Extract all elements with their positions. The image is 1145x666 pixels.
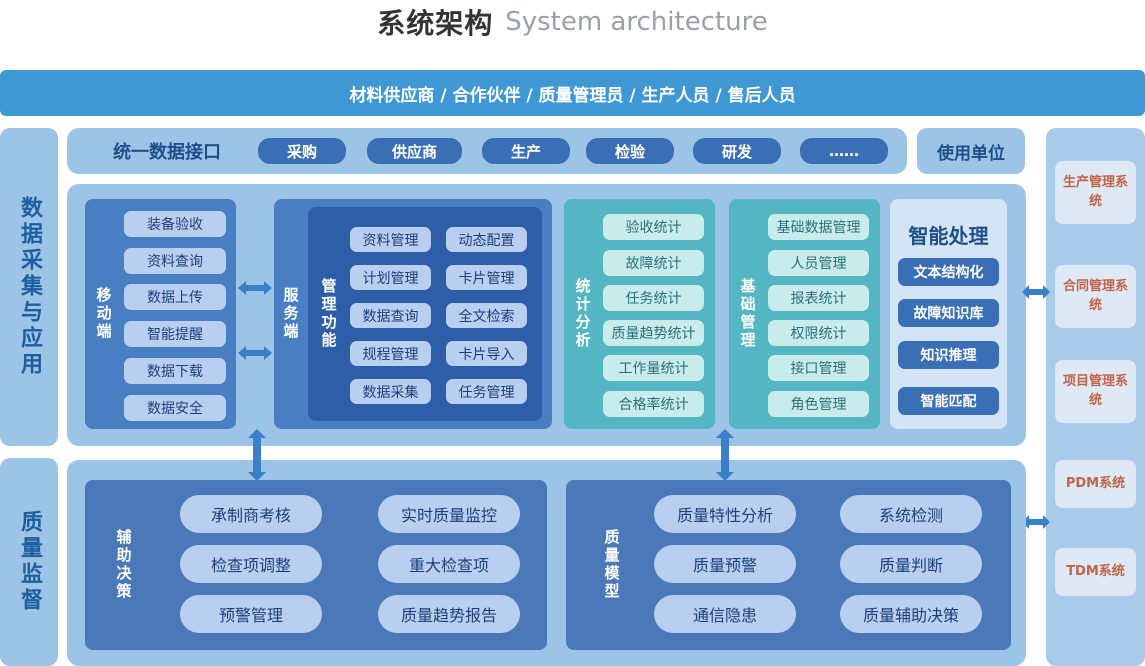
decision-item: 预警管理 xyxy=(180,595,322,633)
management-item: 计划管理 xyxy=(350,265,431,290)
mobile-item: 装备验收 xyxy=(124,211,226,237)
side-label-quality: 质量监督 xyxy=(0,458,58,666)
mobile-item: 数据下载 xyxy=(124,358,226,384)
statistics-label: 统计分析 xyxy=(573,278,592,350)
basic-management-item: 接口管理 xyxy=(768,355,869,381)
interface-item: 生产 xyxy=(482,138,570,164)
bidirectional-arrow-icon xyxy=(1022,285,1050,299)
management-item: 全文检索 xyxy=(446,303,527,328)
decision-item: 质量趋势报告 xyxy=(378,595,520,633)
interface-item: 研发 xyxy=(693,138,781,164)
decision-item: 重大检查项 xyxy=(378,545,520,583)
quality-model-item: 通信隐患 xyxy=(654,595,796,633)
system-pdm: PDM系统 xyxy=(1055,460,1136,508)
vertical-bidirectional-arrow-icon xyxy=(716,429,734,481)
system-project: 项目管理系统 xyxy=(1055,360,1136,423)
decision-item: 实时质量监控 xyxy=(378,495,520,533)
statistics-item: 故障统计 xyxy=(603,250,704,276)
server-label: 服务端 xyxy=(281,287,300,341)
quality-model-item: 质量预警 xyxy=(654,545,796,583)
management-item: 资料管理 xyxy=(350,227,431,252)
bidirectional-arrow-icon xyxy=(238,346,272,360)
system-tdm: TDM系统 xyxy=(1055,548,1136,596)
decision-item: 承制商考核 xyxy=(180,495,322,533)
mobile-item: 资料查询 xyxy=(124,248,226,274)
quality-model-item: 系统检测 xyxy=(840,495,982,533)
basic-management-item: 权限统计 xyxy=(768,320,869,346)
use-unit-box: 使用单位 xyxy=(917,128,1025,174)
quality-model-item: 质量辅助决策 xyxy=(840,595,982,633)
management-item: 任务管理 xyxy=(446,379,527,404)
management-item: 卡片导入 xyxy=(446,341,527,366)
management-item: 卡片管理 xyxy=(446,265,527,290)
statistics-item: 任务统计 xyxy=(603,285,704,311)
title-cn: 系统架构 xyxy=(377,7,494,40)
mobile-item: 数据安全 xyxy=(124,395,226,421)
mobile-item: 智能提醒 xyxy=(124,321,226,347)
intelligent-processing-item: 文本结构化 xyxy=(898,258,999,286)
system-contract: 合同管理系统 xyxy=(1055,265,1136,328)
basic-management-label: 基础管理 xyxy=(738,278,757,350)
quality-model-item: 质量判断 xyxy=(840,545,982,583)
quality-model-label: 质量模型 xyxy=(602,529,621,601)
intelligent-processing-item: 故障知识库 xyxy=(898,299,999,327)
management-item: 数据查询 xyxy=(350,303,431,328)
vertical-bidirectional-arrow-icon xyxy=(248,429,266,481)
statistics-item: 工作量统计 xyxy=(603,355,704,381)
decision-support-label: 辅助决策 xyxy=(114,529,133,601)
intelligent-processing-item: 智能匹配 xyxy=(898,387,999,415)
interface-label: 统一数据接口 xyxy=(113,142,221,163)
mobile-item: 数据上传 xyxy=(124,284,226,310)
page-title: 系统架构 System architecture xyxy=(0,0,1145,44)
interface-item: 检验 xyxy=(586,138,674,164)
basic-management-item: 基础数据管理 xyxy=(768,214,869,240)
quality-model-item: 质量特性分析 xyxy=(654,495,796,533)
basic-management-item: 人员管理 xyxy=(768,250,869,276)
mobile-box xyxy=(85,199,236,429)
management-item: 数据采集 xyxy=(350,379,431,404)
user-roles-band: 材料供应商 / 合作伙伴 / 质量管理员 / 生产人员 / 售后人员 xyxy=(0,70,1145,116)
management-label: 管理功能 xyxy=(319,278,338,350)
intelligent-processing-title: 智能处理 xyxy=(908,223,989,248)
title-en: System architecture xyxy=(505,7,768,37)
decision-item: 检查项调整 xyxy=(180,545,322,583)
interface-item: …… xyxy=(800,138,888,164)
side-label-data-app: 数据采集与应用 xyxy=(0,128,58,446)
management-item: 规程管理 xyxy=(350,341,431,366)
statistics-item: 质量趋势统计 xyxy=(603,320,704,346)
management-item: 动态配置 xyxy=(446,227,527,252)
intelligent-processing-item: 知识推理 xyxy=(898,341,999,369)
basic-management-item: 报表统计 xyxy=(768,285,869,311)
bidirectional-arrow-icon xyxy=(1022,515,1050,529)
statistics-item: 合格率统计 xyxy=(603,391,704,417)
interface-item: 供应商 xyxy=(367,138,462,164)
interface-item: 采购 xyxy=(258,138,346,164)
bidirectional-arrow-icon xyxy=(238,281,272,295)
basic-management-item: 角色管理 xyxy=(768,391,869,417)
system-production: 生产管理系统 xyxy=(1055,161,1136,224)
mobile-label: 移动端 xyxy=(94,287,113,341)
statistics-item: 验收统计 xyxy=(603,214,704,240)
